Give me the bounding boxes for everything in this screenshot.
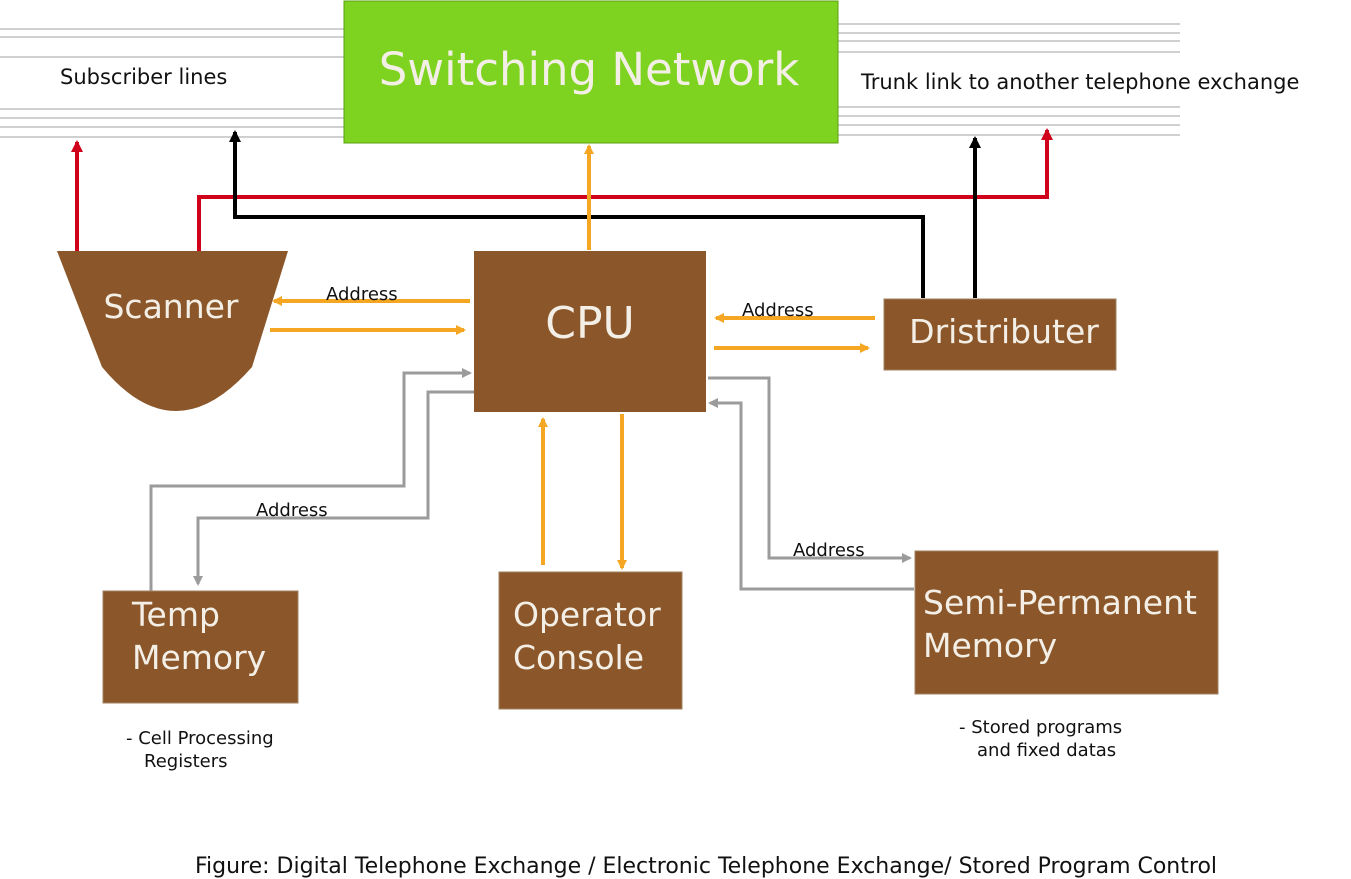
temp-memory-to-cpu-line [149,368,472,591]
semi-permanent-memory-label-line2: Memory [923,626,1057,665]
distributer-address-label: Address [742,300,814,321]
switching-network-label: Switching Network [379,43,800,96]
distributer-to-subscriber-black-line [229,130,925,298]
subscriber-lines-label: Subscriber lines [60,65,227,89]
semi-permanent-note-line1: - Stored programs [959,717,1122,738]
switching-network-block [343,0,839,144]
operator-console-label-line1: Operator [513,595,661,634]
scanner-block [57,251,288,411]
semi-permanent-memory-label-line1: Semi-Permanent [923,583,1197,622]
temp-memory-label-line2: Memory [132,638,266,677]
figure-caption: Figure: Digital Telephone Exchange / Ele… [195,854,1217,879]
scanner-label: Scanner [103,287,238,326]
semi-permanent-note-line2: and fixed datas [977,740,1116,761]
cpu-label: CPU [545,298,634,349]
subscriber-line-rules [0,28,344,138]
temp-memory-note-line2: Registers [144,751,228,772]
temp-memory-label-line1: Temp [131,595,220,634]
distributer-block [883,298,1117,371]
semi-permanent-address-label: Address [793,540,865,561]
temp-memory-block [102,590,299,704]
distributer-label: Dristributer [909,312,1099,351]
trunk-line-rules [838,23,1180,136]
temp-memory-note-line1: - Cell Processing [126,728,274,749]
scanner-to-trunk-red-line [197,128,1053,252]
operator-console-label-line2: Console [513,638,644,677]
trunk-link-label: Trunk link to another telephone exchange [860,70,1299,94]
semi-permanent-memory-block [914,550,1219,695]
cpu-block [474,251,706,412]
temp-memory-address-label: Address [256,500,328,521]
scanner-address-label: Address [326,284,398,305]
operator-console-block [498,571,683,710]
cpu-to-temp-memory-address-line [193,390,474,586]
cpu-to-semi-permanent-address-line [708,376,912,563]
semi-permanent-to-cpu-line [708,398,914,591]
